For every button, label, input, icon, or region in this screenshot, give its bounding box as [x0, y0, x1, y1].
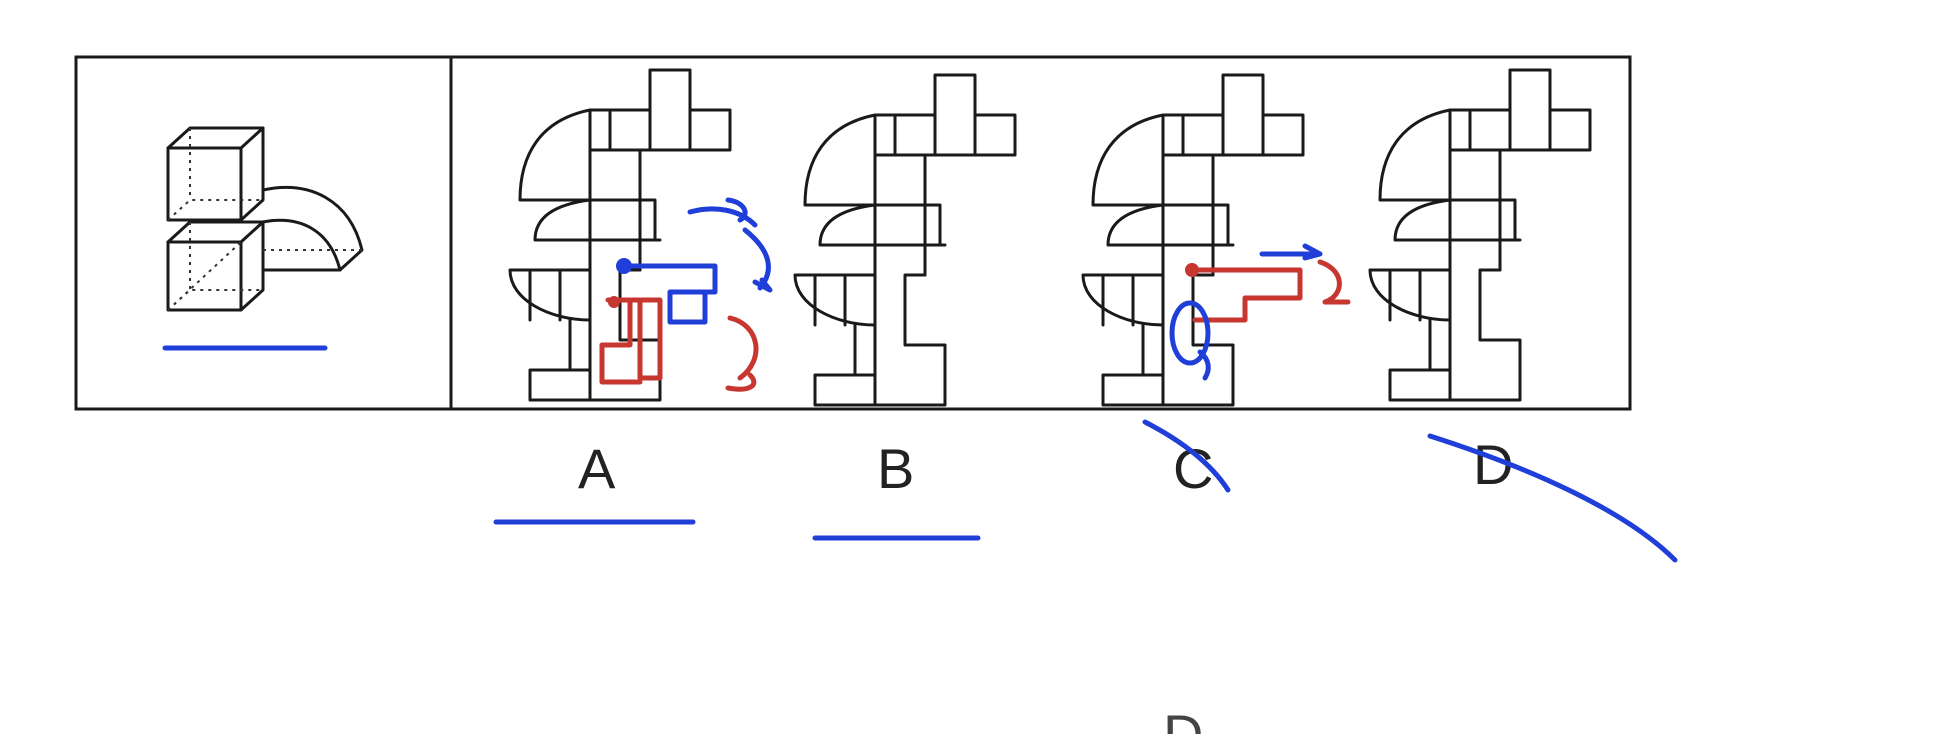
option-c-annotations	[1169, 243, 1351, 381]
option-b-label[interactable]: B	[877, 437, 914, 500]
question-solid	[166, 126, 364, 312]
bottom-partial-glyph: D	[1163, 703, 1203, 734]
option-c-net	[1081, 73, 1305, 407]
option-a-net	[508, 68, 732, 402]
option-d-strike	[1427, 433, 1678, 563]
option-b-net	[793, 73, 1017, 407]
option-a-annotations	[599, 197, 773, 392]
option-a-label[interactable]: A	[578, 437, 616, 500]
option-c-label[interactable]: C	[1173, 437, 1213, 500]
outer-frame	[74, 55, 1632, 411]
option-c-strike	[1142, 419, 1231, 493]
option-d-net	[1368, 68, 1592, 402]
